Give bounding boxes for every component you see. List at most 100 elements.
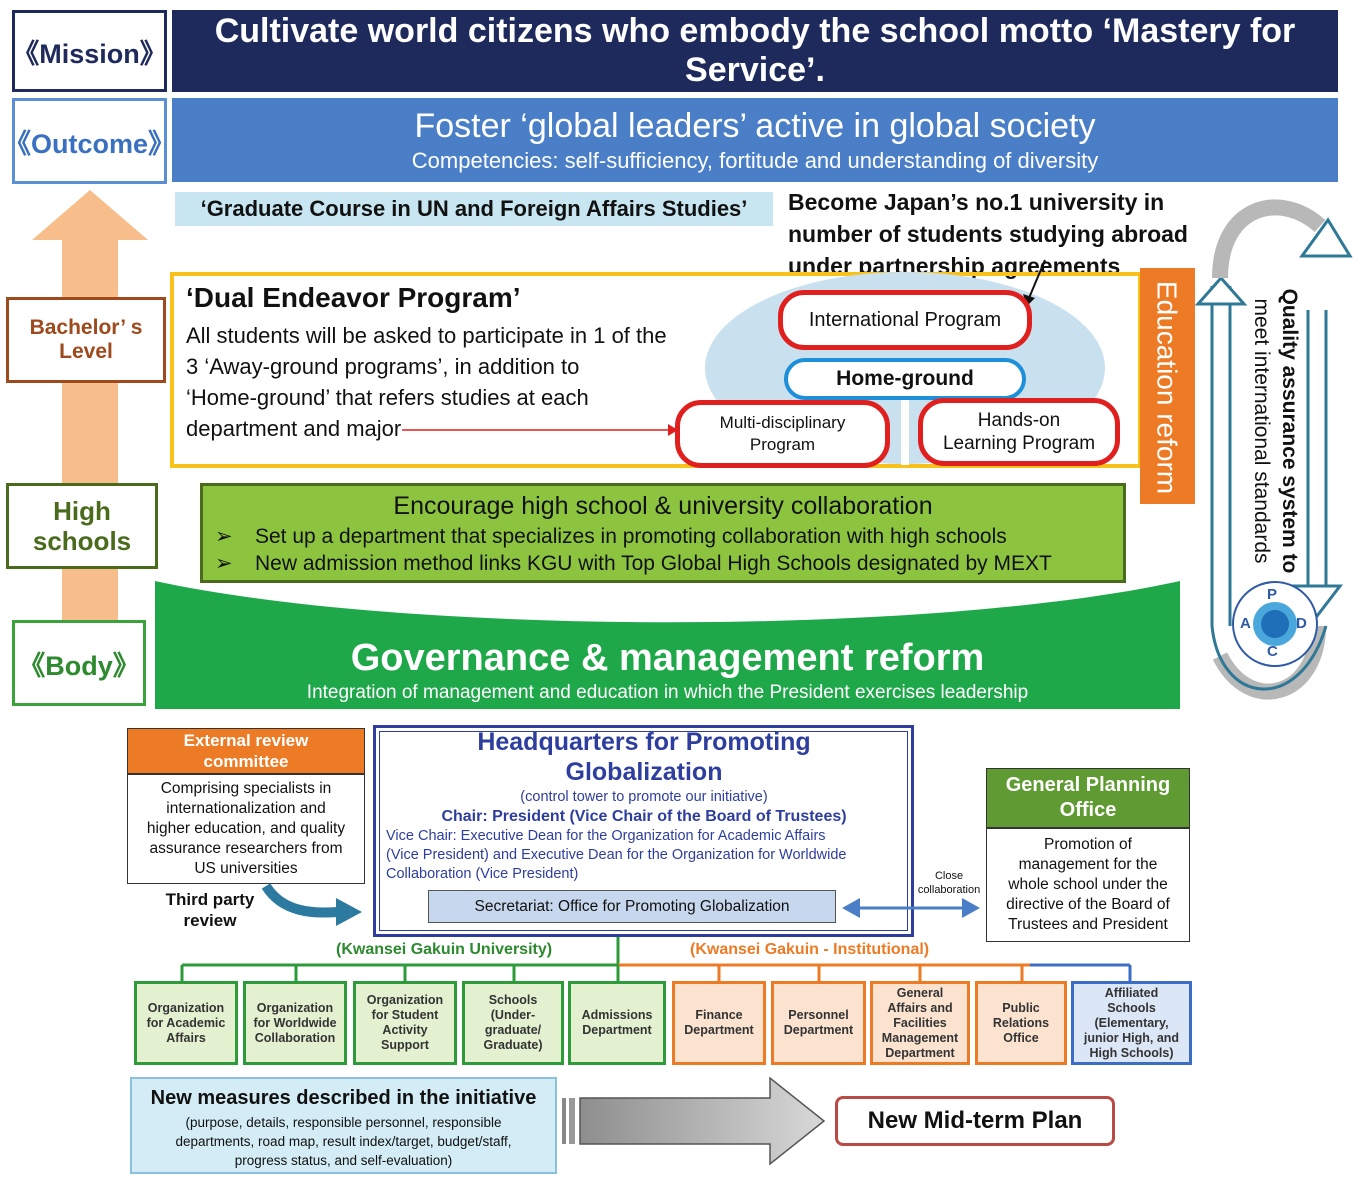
japan-no1-text: Become Japan’s no.1 university in number… xyxy=(788,186,1188,282)
body-label: 《Body》 xyxy=(12,620,146,706)
hq-title-line2: Globalization xyxy=(565,758,723,786)
hands-on-line1: Hands-on xyxy=(977,410,1061,431)
pdca-p: P xyxy=(1267,586,1278,603)
highschool-label: High schools xyxy=(6,483,158,569)
midterm-plan: New Mid-term Plan xyxy=(835,1096,1115,1146)
dept-schools: Schools(Under-graduate/Graduate) xyxy=(462,981,564,1065)
department-line: for Student xyxy=(371,1008,439,1022)
hq-title-line1: Headquarters for Promoting xyxy=(477,728,811,756)
department-line: Activity xyxy=(382,1023,428,1037)
close-collaboration-label: Close collaboration xyxy=(912,868,986,898)
highschool-bullet-text: New admission method links KGU with Top … xyxy=(255,552,1052,575)
general-planning-body: Promotion of management for the whole sc… xyxy=(986,828,1190,942)
org-tree-lines xyxy=(180,937,1132,981)
department-line: Support xyxy=(381,1038,429,1052)
department-line: Personnel xyxy=(788,1008,849,1022)
highschool-bullet-text: Set up a department that specializes in … xyxy=(255,525,1007,548)
third-party-arrow xyxy=(262,883,362,926)
pdca-a: A xyxy=(1240,615,1251,632)
secretariat: Secretariat: Office for Promoting Global… xyxy=(428,890,836,923)
international-program-text: International Program xyxy=(808,308,1002,331)
mission-bar: Cultivate world citizens who embody the … xyxy=(172,10,1338,92)
dual-to-program-arrow xyxy=(402,424,678,436)
outcome-label-text: 《Outcome》 xyxy=(3,128,176,159)
department-line: Admissions xyxy=(581,1008,653,1022)
mission-label: 《Mission》 xyxy=(12,10,167,92)
bachelor-label-line1: Bachelor’ s xyxy=(29,316,143,339)
third-party-line2: review xyxy=(183,911,237,930)
bachelor-label-line2: Level xyxy=(59,340,113,363)
general-planning-header: General Planning Office xyxy=(986,768,1190,828)
highschool-label-line1: High xyxy=(53,496,111,526)
department-line: General xyxy=(896,985,944,1000)
dual-endeavor-line: 3 ‘Away-ground programs’, in addition to xyxy=(186,354,580,379)
home-ground: Home-ground xyxy=(784,358,1026,400)
hq-chair: Chair: President (Vice Chair of the Boar… xyxy=(441,808,847,825)
outcome-title: Foster ‘global leaders’ active in global… xyxy=(414,106,1096,145)
department-line: Office xyxy=(1003,1030,1039,1045)
department-line: Organization xyxy=(366,993,444,1007)
department-line: Relations xyxy=(992,1015,1050,1030)
department-line: junior High, and xyxy=(1083,1030,1180,1045)
dual-endeavor-line: ‘Home-ground’ that refers studies at eac… xyxy=(186,385,589,410)
department-line: Public xyxy=(1002,1000,1040,1015)
external-body-line: assurance researchers from xyxy=(149,840,343,857)
close-collab-line2: collaboration xyxy=(917,884,981,896)
dual-endeavor-line: department and major xyxy=(186,416,402,441)
department-line: Department xyxy=(582,1023,652,1037)
plan-arrow xyxy=(562,1076,826,1166)
japan-no1-line: number of students studying abroad xyxy=(788,221,1188,247)
secretariat-text: Secretariat: Office for Promoting Global… xyxy=(474,897,790,915)
gpo-body-line: Promotion of xyxy=(1044,836,1132,853)
dual-endeavor-text: ‘Dual Endeavor Program’ All students wil… xyxy=(186,282,706,444)
department-line: Affairs and xyxy=(887,1000,953,1015)
governance-title: Governance & management reform xyxy=(350,636,985,679)
department-line: for Academic xyxy=(146,1015,226,1030)
department-line: Schools xyxy=(488,993,538,1007)
department-line: Department xyxy=(684,1023,754,1037)
department-line: Schools xyxy=(1107,1000,1156,1015)
department-line: Facilities xyxy=(893,1015,947,1030)
hq-vice-line: Vice Chair: Executive Dean for the Organ… xyxy=(386,828,826,844)
department-line: Management xyxy=(881,1030,959,1045)
outcome-label: 《Outcome》 xyxy=(4,98,175,184)
quality-line2: meet international standards xyxy=(1250,298,1273,564)
midterm-plan-text: New Mid-term Plan xyxy=(867,1107,1083,1134)
department-line: Organization xyxy=(147,1000,225,1015)
international-program: International Program xyxy=(778,290,1032,350)
governance-subtitle: Integration of management and education … xyxy=(306,681,1029,703)
upward-arrow xyxy=(32,190,148,630)
multi-program-line2: Program xyxy=(749,435,816,454)
new-measures-title: New measures described in the initiative xyxy=(150,1087,537,1109)
home-ground-text: Home-ground xyxy=(836,367,974,390)
department-line: Graduate) xyxy=(483,1038,543,1052)
quality-cycle xyxy=(1194,199,1353,700)
external-title-line1: External review xyxy=(183,731,309,750)
bachelor-label: Bachelor’ s Level xyxy=(6,297,166,383)
education-reform-label: Education reform xyxy=(1152,280,1183,495)
graduate-course-text: ‘Graduate Course in UN and Foreign Affai… xyxy=(200,196,748,221)
institutional-group-label: (Kwansei Gakuin - Institutional) xyxy=(690,941,930,958)
department-line: Department xyxy=(885,1045,955,1060)
external-body-line: US universities xyxy=(194,860,298,877)
graduate-course: ‘Graduate Course in UN and Foreign Affai… xyxy=(175,192,773,226)
quality-text: Quality assurance system to meet interna… xyxy=(1244,266,1306,596)
gpo-body-line: Trustees and President xyxy=(1008,916,1168,933)
education-reform-text: Education reform xyxy=(1140,270,1195,506)
headquarters-box xyxy=(373,725,914,937)
education-reform-bar xyxy=(1140,268,1195,504)
new-measures-box: New measures described in the initiative… xyxy=(130,1077,557,1174)
dual-endeavor-title: ‘Dual Endeavor Program’ xyxy=(186,282,521,313)
hands-on-program: Hands-on Learning Program xyxy=(918,398,1120,466)
department-line: Department xyxy=(783,1023,854,1037)
highschool-bullet: ➢Set up a department that specializes in… xyxy=(215,525,1007,548)
university-group-label: (Kwansei Gakuin University) xyxy=(336,941,553,958)
gpo-title-line2: Office xyxy=(1059,799,1117,821)
